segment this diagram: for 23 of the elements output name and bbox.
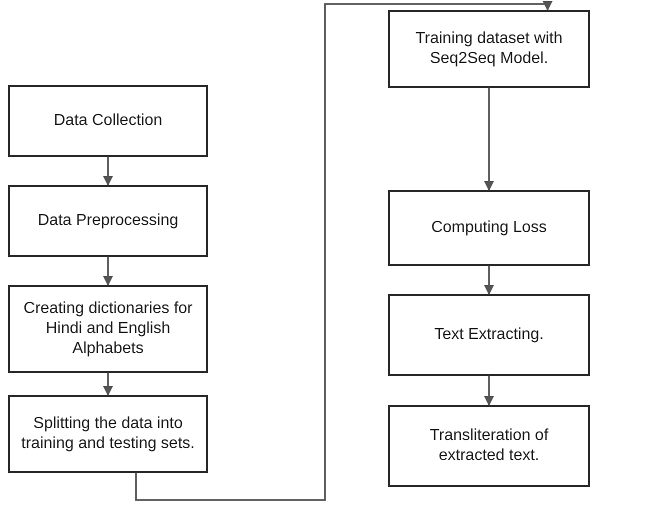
process-box — [388, 294, 590, 376]
box-label: Training dataset with Seq2Seq Model. — [414, 29, 564, 69]
box-label: Creating dictionaries for Hindi and English Alphabets — [22, 299, 194, 359]
box-label: Text Extracting. — [434, 325, 544, 345]
box-label: Data Preprocessing — [38, 211, 178, 231]
box-label: Transliteration of extracted text. — [428, 426, 550, 466]
process-box — [388, 10, 590, 88]
arrow — [484, 376, 494, 406]
process-box — [8, 185, 208, 257]
arrow — [103, 373, 113, 396]
arrow — [484, 88, 494, 191]
process-box — [8, 395, 208, 473]
box-label: Splitting the data into training and testing sets. — [20, 414, 196, 454]
arrow — [103, 157, 113, 186]
process-box — [8, 285, 208, 373]
arrow — [484, 266, 494, 295]
arrow — [103, 257, 113, 286]
box-label: Data Collection — [54, 111, 162, 131]
process-box — [8, 85, 208, 157]
arrow — [135, 1, 553, 501]
box-label: Computing Loss — [431, 218, 547, 238]
process-box — [388, 190, 590, 266]
process-box — [388, 405, 590, 487]
